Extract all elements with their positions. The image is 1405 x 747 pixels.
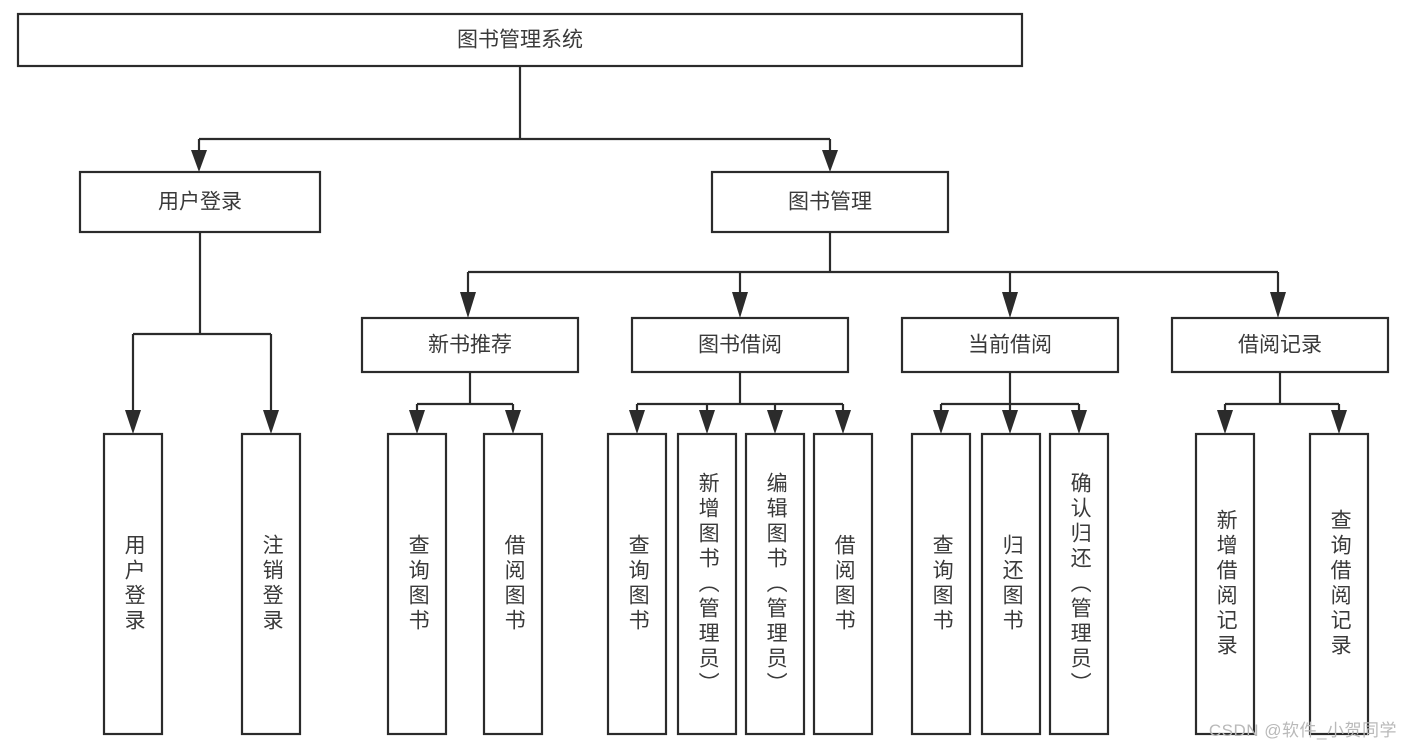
node-box[interactable] xyxy=(1170,316,1390,374)
arrow-head-icon xyxy=(933,410,949,434)
arrow-head-icon xyxy=(505,410,521,434)
arrow-head-icon xyxy=(767,410,783,434)
node-label: 新书推荐 xyxy=(428,334,512,357)
leaf-box-logout[interactable] xyxy=(240,432,302,736)
arrow-head-icon xyxy=(1071,410,1087,434)
leaf-box-confirm-return-admin[interactable] xyxy=(1048,432,1110,736)
arrow-head-icon xyxy=(732,292,748,318)
arrow-head-icon xyxy=(699,410,715,434)
node-label: 借阅记录 xyxy=(1238,334,1322,357)
connector-group-user-login xyxy=(125,232,279,434)
arrow-head-icon xyxy=(409,410,425,434)
node-box[interactable] xyxy=(16,12,1024,68)
leaf-box-user-login[interactable] xyxy=(102,432,164,736)
leaf-box-add-book-admin[interactable] xyxy=(676,432,738,736)
arrow-head-icon xyxy=(191,150,207,172)
connector-group-current-borrow xyxy=(933,372,1087,434)
node-label: 图书管理 xyxy=(788,191,872,214)
arrow-head-icon xyxy=(629,410,645,434)
connector-group-new-book-recommend xyxy=(409,372,521,434)
node-box[interactable] xyxy=(360,316,580,374)
connector-group-root xyxy=(191,66,838,172)
arrow-head-icon xyxy=(1331,410,1347,434)
leaf-box-query-book-current[interactable] xyxy=(910,432,972,736)
arrow-head-icon xyxy=(460,292,476,318)
arrow-head-icon xyxy=(125,410,141,434)
leaf-box-query-borrow-record[interactable] xyxy=(1308,432,1370,736)
leaf-box-group xyxy=(102,432,1370,736)
watermark-text: CSDN @软件_小贺同学 xyxy=(1208,721,1397,740)
arrow-head-icon xyxy=(822,150,838,172)
leaf-box-return-book[interactable] xyxy=(980,432,1042,736)
node-book-borrow[interactable]: 图书借阅 xyxy=(630,316,850,374)
node-box[interactable] xyxy=(630,316,850,374)
arrow-head-icon xyxy=(263,410,279,434)
node-label: 用户登录 xyxy=(158,191,242,214)
node-borrow-record[interactable]: 借阅记录 xyxy=(1170,316,1390,374)
page-title: 图书管理系统 xyxy=(457,29,583,52)
arrow-head-icon xyxy=(1217,410,1233,434)
arrow-head-icon xyxy=(835,410,851,434)
leaf-box-borrow-book[interactable] xyxy=(812,432,874,736)
leaf-box-borrow-book-rec[interactable] xyxy=(482,432,544,736)
node-label: 图书借阅 xyxy=(698,334,782,357)
connector-group-borrow-record xyxy=(1217,372,1347,434)
leaf-box-query-book-borrow[interactable] xyxy=(606,432,668,736)
leaf-box-query-book-rec[interactable] xyxy=(386,432,448,736)
node-box[interactable] xyxy=(78,170,322,234)
node-new-book-recommend[interactable]: 新书推荐 xyxy=(360,316,580,374)
node-current-borrow[interactable]: 当前借阅 xyxy=(900,316,1120,374)
connector-group-book-borrow xyxy=(629,372,851,434)
arrow-head-icon xyxy=(1002,292,1018,318)
node-book-management[interactable]: 图书管理 xyxy=(710,170,950,234)
node-box[interactable] xyxy=(900,316,1120,374)
leaf-box-edit-book-admin[interactable] xyxy=(744,432,806,736)
leaf-box-add-borrow-record[interactable] xyxy=(1194,432,1256,736)
node-label: 当前借阅 xyxy=(968,334,1052,357)
arrow-head-icon xyxy=(1270,292,1286,318)
arrow-head-icon xyxy=(1002,410,1018,434)
node-user-login[interactable]: 用户登录 xyxy=(78,170,322,234)
node-root-system[interactable]: 图书管理系统 xyxy=(16,12,1024,68)
connector-group-book-management xyxy=(460,232,1286,318)
